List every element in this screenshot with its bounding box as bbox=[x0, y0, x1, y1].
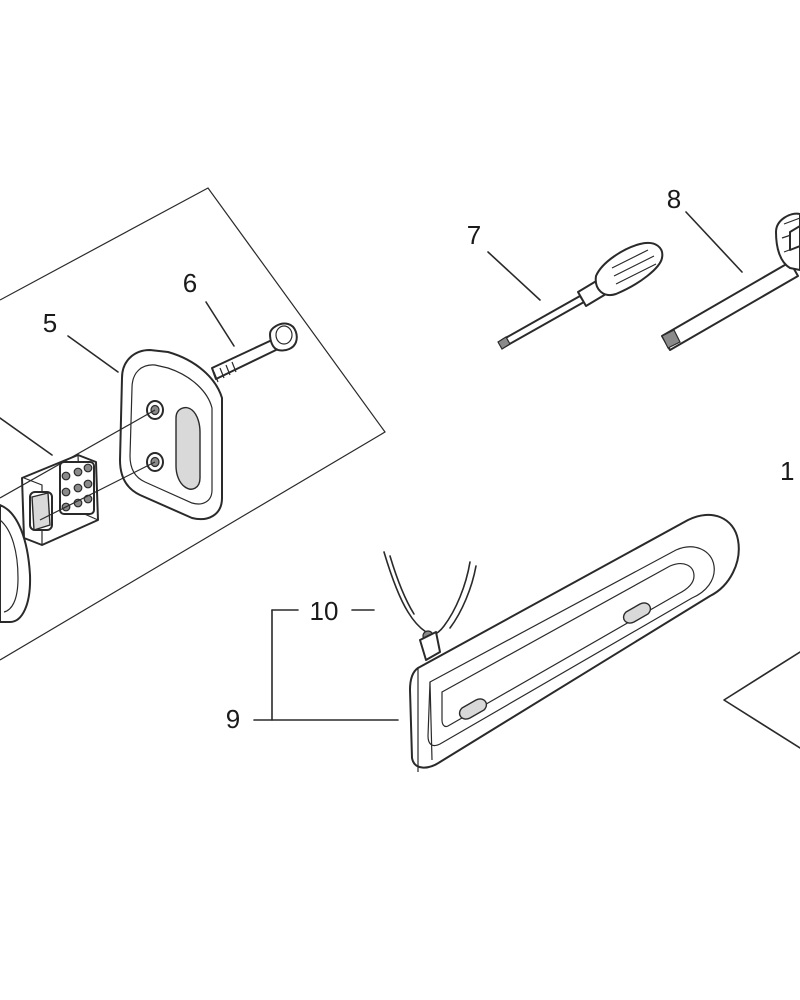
assembly-group-box bbox=[0, 187, 386, 661]
right-edge-partial-part bbox=[723, 651, 800, 749]
alignment-lines bbox=[0, 409, 156, 521]
muffler-cover-part bbox=[119, 349, 223, 520]
leader-line-part-5 bbox=[67, 335, 119, 373]
part-label-10: 10 bbox=[310, 596, 339, 626]
leader-line-part-4 bbox=[0, 417, 53, 456]
left-cushion-part bbox=[0, 504, 32, 623]
leader-line-part-8 bbox=[685, 211, 743, 273]
wire-retainer-part bbox=[383, 551, 477, 661]
part-label-8: 8 bbox=[667, 184, 681, 214]
leader-line-part-7 bbox=[487, 251, 541, 301]
part-label-9: 9 bbox=[226, 704, 240, 734]
part-label-1-partial: 1 bbox=[780, 456, 794, 486]
box-wrench-part bbox=[661, 212, 800, 351]
screwdriver-part bbox=[497, 242, 664, 350]
part-label-7: 7 bbox=[467, 220, 481, 250]
leader-bracket-9-10 bbox=[253, 609, 399, 721]
guide-bar-cover-part bbox=[409, 513, 740, 772]
part-label-6: 6 bbox=[183, 268, 197, 298]
leader-line-part-6 bbox=[205, 301, 235, 347]
bolt-part bbox=[211, 322, 298, 383]
gasket-part bbox=[21, 454, 99, 546]
part-label-5: 5 bbox=[43, 308, 57, 338]
